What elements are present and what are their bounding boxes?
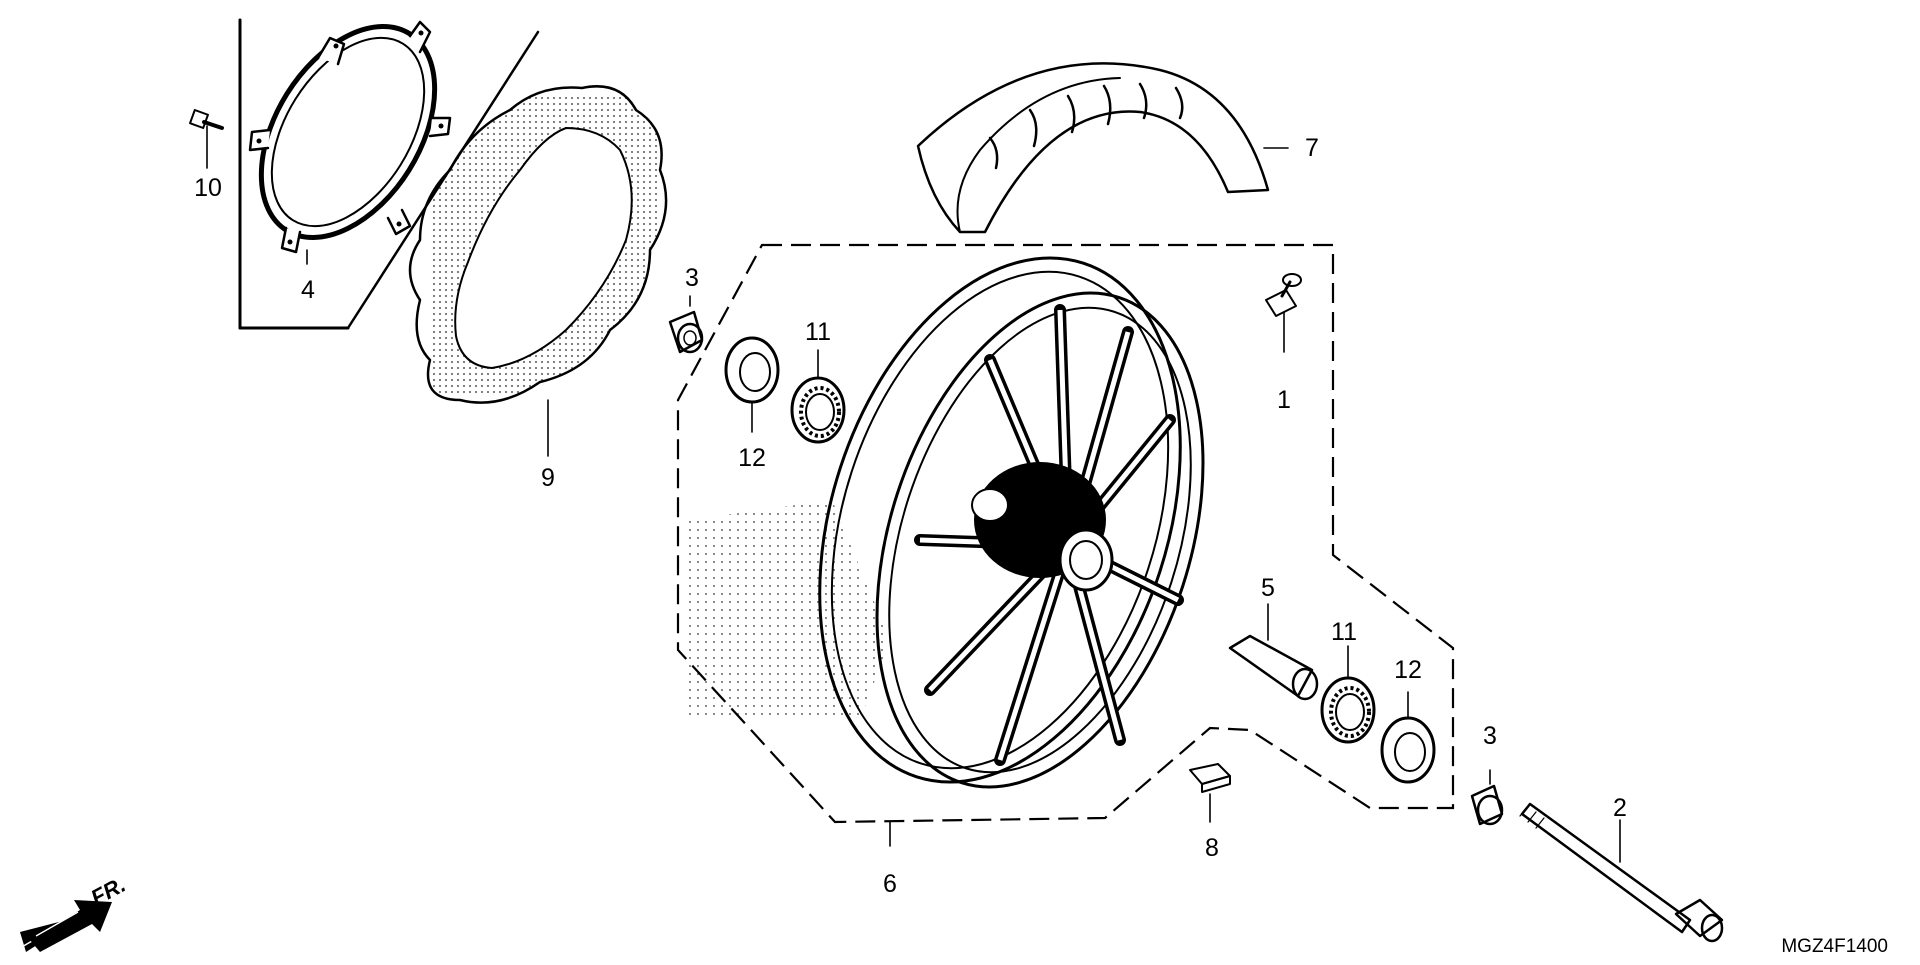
pulser-ring-part <box>248 20 452 254</box>
callout-1: 1 <box>1277 386 1291 414</box>
callout-12-upper: 12 <box>738 444 766 472</box>
tire-part <box>916 62 1270 234</box>
valve-part <box>1265 273 1302 317</box>
callout-4: 4 <box>301 276 315 304</box>
callout-10: 10 <box>194 174 222 202</box>
collar-upper-part <box>668 310 704 354</box>
callout-6: 6 <box>883 870 897 898</box>
bearing-lower-part <box>1320 676 1376 744</box>
callout-2: 2 <box>1613 794 1627 822</box>
callout-5: 5 <box>1261 574 1275 602</box>
callout-7: 7 <box>1305 134 1319 162</box>
dust-seal-upper-part <box>724 336 780 404</box>
collar-lower-part <box>1470 784 1504 826</box>
drawing-code: MGZ4F1400 <box>1781 936 1888 957</box>
assembly-boundary-dashed <box>676 243 1455 824</box>
bearing-upper-part <box>790 376 846 444</box>
bolt-part <box>189 109 224 130</box>
callout-9: 9 <box>541 464 555 492</box>
callout-11-lower: 11 <box>1331 618 1357 646</box>
callout-8: 8 <box>1205 834 1219 862</box>
callout-3-lower: 3 <box>1483 722 1497 750</box>
distance-collar-part <box>1228 634 1319 701</box>
callout-12-lower: 12 <box>1394 656 1422 684</box>
front-direction-arrow <box>19 900 112 952</box>
axle-part <box>1519 802 1724 943</box>
wheel-part <box>688 256 1205 789</box>
callout-11-upper: 11 <box>805 318 831 346</box>
leader-lines <box>206 125 1621 863</box>
callout-3-upper: 3 <box>685 264 699 292</box>
balance-weight-part <box>1189 763 1231 793</box>
dust-seal-lower-part <box>1380 716 1436 784</box>
